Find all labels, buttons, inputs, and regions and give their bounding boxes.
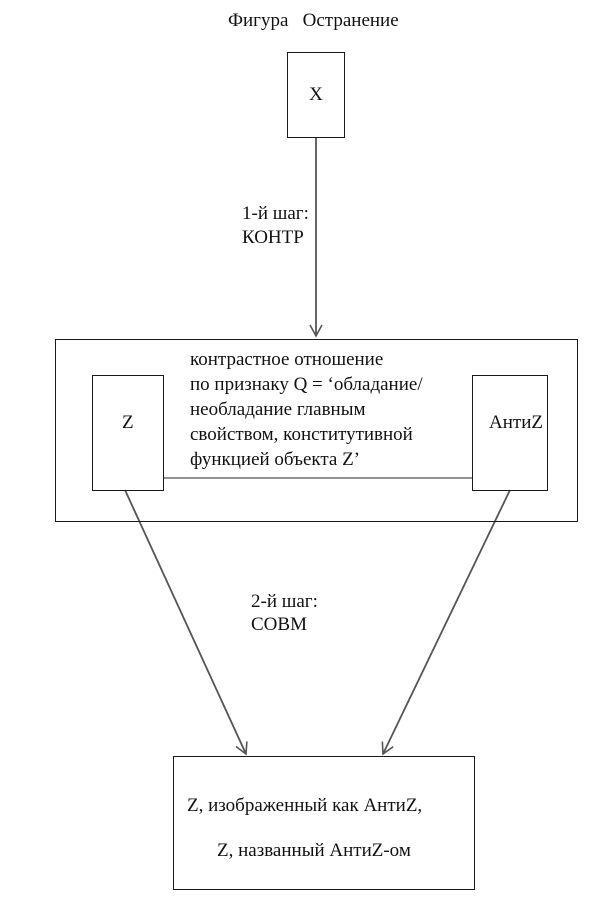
step2-line1: 2-й шаг:: [251, 591, 318, 612]
node-x: X: [287, 52, 345, 138]
arrow-antiz-to-result: [381, 489, 511, 756]
contrast-line3: необладание главным: [190, 399, 366, 420]
node-antiz: АнтиZ: [472, 375, 548, 491]
node-antiz-label: АнтиZ: [489, 412, 543, 433]
node-z-label: Z: [122, 412, 134, 433]
step1-line1: 1-й шаг:: [242, 203, 309, 224]
node-z: Z: [92, 375, 164, 491]
contrast-line2: по признаку Q = ‘обладание/: [190, 374, 423, 395]
result-line2: Z, названный АнтиZ-ом: [217, 840, 411, 861]
contrast-line5: функцией объекта Z’: [190, 449, 361, 470]
contrast-box: [55, 339, 578, 522]
contrast-line1: контрастное отношение: [190, 349, 384, 370]
result-box: Z, изображенный как АнтиZ, Z, названный …: [173, 756, 475, 890]
arrow-z-to-result: [124, 489, 248, 756]
result-line1: Z, изображенный как АнтиZ,: [187, 795, 423, 816]
step2-line2: СОВМ: [251, 614, 307, 635]
step1-line2: КОНТР: [242, 227, 304, 248]
node-x-label: X: [309, 84, 323, 105]
contrast-line4: свойством, конститутивной: [190, 424, 413, 445]
diagram-title: Фигура Остранение: [228, 10, 399, 31]
